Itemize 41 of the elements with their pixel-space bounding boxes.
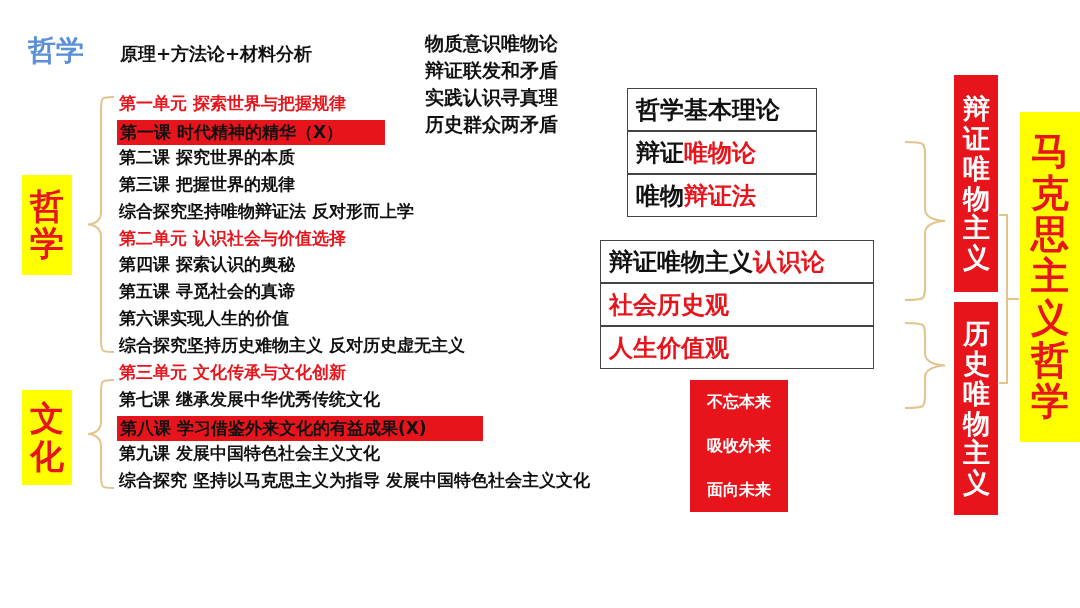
unit-heading: 第三单元 文化传承与文化创新 — [119, 361, 346, 384]
vertical-text: 文化 — [30, 400, 64, 475]
principle-panel — [690, 380, 788, 512]
unit-heading: 第二单元 认识社会与价值选择 — [119, 226, 346, 249]
mnemonic-line: 历史群众两矛盾 — [425, 112, 558, 137]
highlighted-lesson: 第一课 时代精神的精华（X） — [117, 119, 385, 145]
lesson-text: 第四课 探索认识的奥秘 — [119, 253, 295, 276]
highlighted-lesson: 第八课 学习借鉴外来文化的有益成果(X) — [117, 415, 483, 441]
vertical-text: 马克思主义哲学 — [1031, 130, 1069, 424]
unit-heading: 第一单元 探索世界与把握规律 — [119, 92, 346, 115]
lesson-text: 综合探究坚持唯物辩证法 反对形而上学 — [119, 199, 414, 222]
topic-box: 哲学基本理论 — [627, 88, 817, 131]
topic-box: 唯物辩证法 — [627, 174, 817, 217]
lesson-text: 第二课 探究世界的本质 — [119, 145, 295, 168]
mnemonic-line: 辩证联发和矛盾 — [425, 58, 558, 83]
subtitle: 原理+方法论+材料分析 — [120, 42, 313, 66]
principle-text: 面向未来 — [707, 479, 771, 501]
lesson-text: 第五课 寻觅社会的真谛 — [119, 280, 295, 303]
mnemonic-line: 物质意识唯物论 — [425, 31, 558, 56]
page-title: 哲学 — [28, 33, 84, 69]
theory-banner — [954, 302, 998, 515]
vertical-text: 哲学 — [30, 187, 64, 263]
lesson-text: 第六课实现人生的价值 — [119, 307, 289, 330]
lesson-text: 第七课 继承发展中华优秀传统文化 — [119, 387, 380, 410]
title-banner — [1020, 112, 1080, 442]
vertical-text: 历史唯物主义 — [962, 319, 990, 498]
vertical-text: 辩证唯物主义 — [962, 94, 990, 273]
principle-text: 不忘本来 — [707, 391, 771, 413]
subject-tag — [22, 390, 72, 485]
lesson-text: 综合探究 坚持以马克思主义为指导 发展中国特色社会主义文化 — [119, 468, 590, 491]
subject-tag — [22, 175, 72, 275]
theory-banner — [954, 75, 998, 292]
mnemonic-line: 实践认识寻真理 — [425, 85, 558, 110]
principle-text: 吸收外来 — [707, 435, 771, 457]
topic-box: 社会历史观 — [600, 283, 874, 326]
lesson-text: 第九课 发展中国特色社会主义文化 — [119, 441, 380, 464]
lesson-text: 第三课 把握世界的规律 — [119, 172, 295, 195]
topic-box: 辩证唯物主义认识论 — [600, 240, 874, 283]
topic-box: 辩证唯物论 — [627, 131, 817, 174]
topic-box: 人生价值观 — [600, 326, 874, 369]
lesson-text: 综合探究坚持历史难物主义 反对历史虚无主义 — [119, 334, 465, 357]
